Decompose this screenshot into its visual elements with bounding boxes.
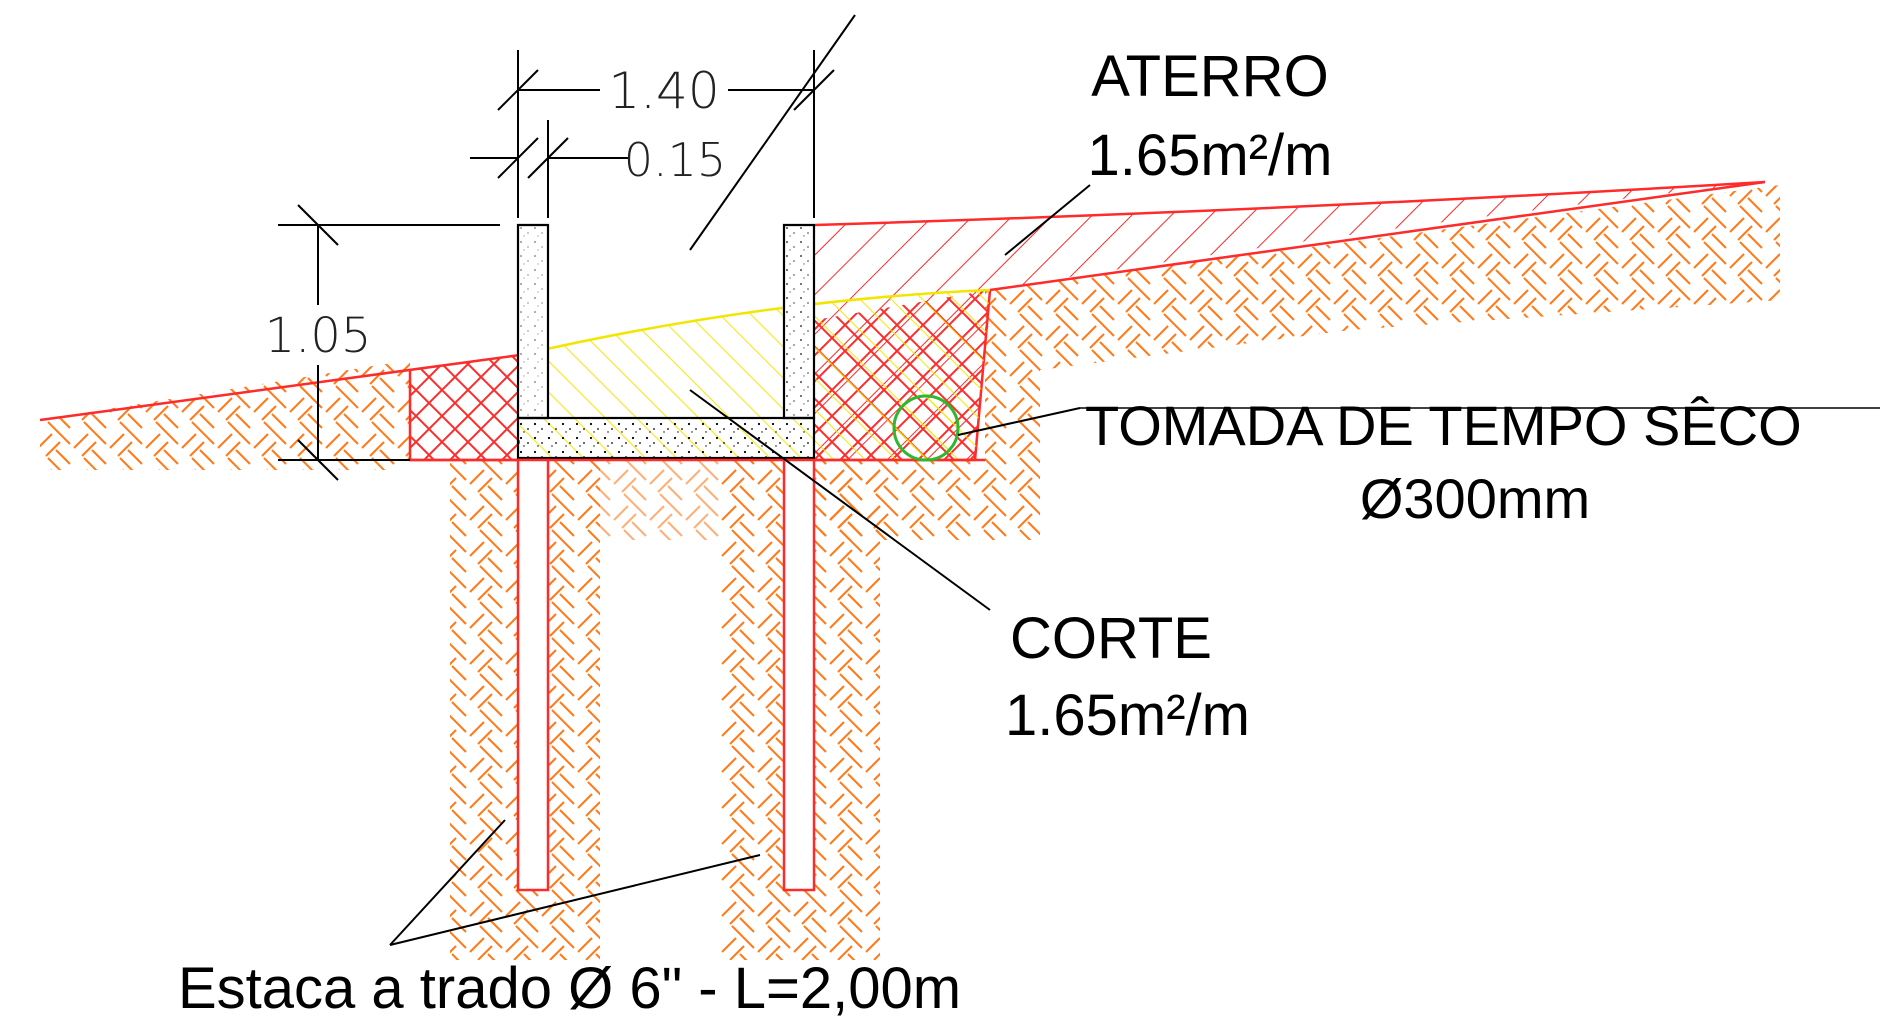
channel-left-wall-texture: [519, 226, 547, 418]
tomada-diameter: Ø300mm: [1360, 467, 1590, 530]
estaca-label: Estaca a trado Ø 6" - L=2,00m: [178, 956, 961, 1021]
dimension-wall-thickness: 0.15: [470, 120, 726, 218]
ground-line: [39, 353, 521, 422]
dimension-width-total: 1.40: [497, 50, 835, 218]
aterro-title: ATERRO: [1091, 44, 1328, 109]
tomada-title: TOMADA DE TEMPO SÊCO: [1085, 394, 1802, 457]
aterro-area: 1.65m²/m: [1088, 123, 1333, 188]
dimension-width-label: 1.40: [608, 62, 719, 120]
corte-area: 1.65m²/m: [1005, 683, 1250, 748]
aterro-fill-area: [815, 182, 1765, 460]
soil-right-of-channel-lower: [820, 460, 985, 540]
natural-soil-right: [985, 185, 1780, 540]
corte-leader: [689, 389, 991, 611]
tomada-leader: [957, 407, 1081, 436]
channel-right-wall-texture: [785, 226, 813, 418]
dimension-height: 1.05: [265, 204, 500, 481]
pile-right: [782, 458, 816, 892]
pile-left: [516, 458, 550, 892]
corte-title: CORTE: [1010, 606, 1212, 671]
soil-under-channel: [600, 460, 720, 540]
estaca-leader-left: [389, 819, 506, 946]
channel-slab: [516, 416, 816, 460]
dimension-thickness-label: 0.15: [624, 133, 726, 187]
aterro-leader: [1004, 184, 1091, 256]
estaca-leader-right: [389, 854, 761, 946]
tomada-pipe: [892, 394, 960, 462]
corte-cut-top-line: [519, 288, 991, 357]
fill-block-left: [410, 355, 520, 460]
dimension-height-label: 1.05: [265, 308, 372, 364]
break-line: [689, 14, 856, 251]
